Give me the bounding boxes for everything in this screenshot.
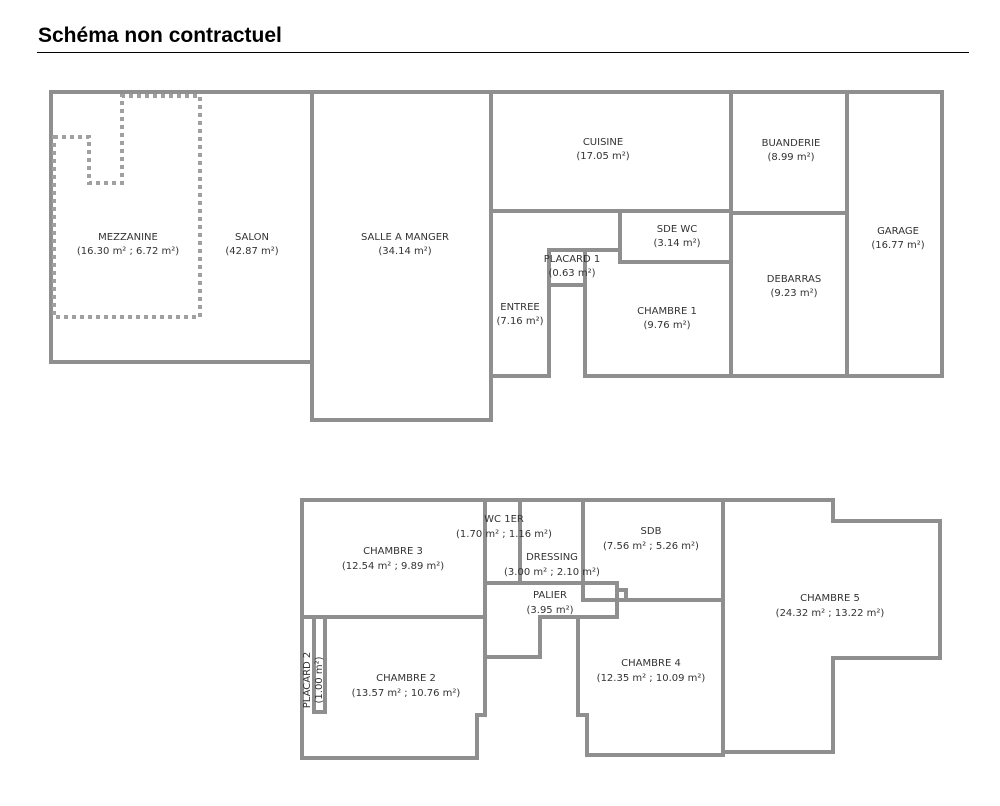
page-title: Schéma non contractuel xyxy=(38,24,282,47)
room-area: (12.54 m² ; 9.89 m²) xyxy=(342,561,444,572)
room-name: SDB xyxy=(641,526,662,537)
room-area: (1.70 m² ; 1.16 m²) xyxy=(456,529,552,540)
room-area: (9.76 m²) xyxy=(644,320,691,331)
room-name: DRESSING xyxy=(526,552,578,563)
room-name: CHAMBRE 2 xyxy=(376,673,436,684)
salle-a-manger-walls xyxy=(310,90,493,422)
room-name: WC 1ER xyxy=(484,514,524,525)
room-area: (9.23 m²) xyxy=(771,288,818,299)
room-area: (7.56 m² ; 5.26 m²) xyxy=(603,541,699,552)
room-area: (0.63 m²) xyxy=(549,268,596,279)
room-name: CHAMBRE 4 xyxy=(621,658,681,669)
room-area: (16.30 m² ; 6.72 m²) xyxy=(77,246,179,257)
debarras-walls xyxy=(729,211,849,378)
room-name: CHAMBRE 1 xyxy=(637,306,697,317)
room-name: SDE WC xyxy=(657,224,697,235)
title-underline xyxy=(37,52,969,53)
room-name: CUISINE xyxy=(583,137,623,148)
chambre-4-walls xyxy=(576,598,725,757)
room-name: GARAGE xyxy=(877,226,919,237)
room-name: DEBARRAS xyxy=(767,274,821,285)
room-name: PLACARD 1 xyxy=(544,254,601,265)
placard-2-walls xyxy=(312,617,327,714)
room-name: SALLE A MANGER xyxy=(361,232,449,243)
room-area: (17.05 m²) xyxy=(576,151,629,162)
room-area: (13.57 m² ; 10.76 m²) xyxy=(352,688,461,699)
upper-floor-walls xyxy=(300,498,942,760)
room-area: (3.95 m²) xyxy=(527,605,574,616)
chambre-2-walls xyxy=(300,615,487,760)
room-labels: MEZZANINE (16.30 m² ; 6.72 m²) SALON (42… xyxy=(77,137,925,708)
room-name: MEZZANINE xyxy=(98,232,158,243)
room-area: (1.00 m²) xyxy=(314,656,325,703)
room-area: (16.77 m²) xyxy=(871,240,924,251)
room-area: (34.14 m²) xyxy=(378,246,431,257)
room-area: (3.14 m²) xyxy=(654,238,701,249)
room-area: (12.35 m² ; 10.09 m²) xyxy=(597,673,706,684)
ground-floor-walls xyxy=(49,90,944,422)
salon-walls xyxy=(49,90,314,364)
room-area: (3.00 m² ; 2.10 m²) xyxy=(504,567,600,578)
chambre-1-walls xyxy=(583,285,731,378)
room-area: (24.32 m² ; 13.22 m²) xyxy=(776,608,885,619)
chambre-3-walls xyxy=(300,498,487,619)
room-name: SALON xyxy=(235,232,269,243)
room-area: (7.16 m²) xyxy=(497,316,544,327)
chambre-5-walls xyxy=(721,498,942,754)
room-name: CHAMBRE 3 xyxy=(363,546,423,557)
room-name: ENTREE xyxy=(500,302,540,313)
room-name: BUANDERIE xyxy=(762,138,821,149)
room-name: PLACARD 2 xyxy=(302,652,313,709)
room-name: CHAMBRE 5 xyxy=(800,593,860,604)
room-name: PALIER xyxy=(533,590,567,601)
room-area: (8.99 m²) xyxy=(768,152,815,163)
room-area: (42.87 m²) xyxy=(225,246,278,257)
placard-1-walls xyxy=(547,248,587,287)
mezzanine-outline xyxy=(52,94,202,319)
